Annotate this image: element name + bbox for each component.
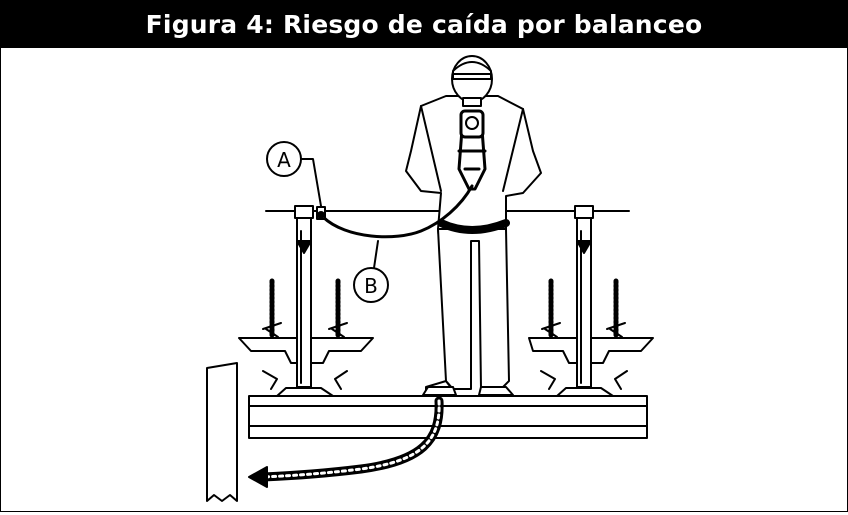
swing-fall-illustration: A B bbox=[1, 48, 847, 511]
anchor-connector bbox=[316, 206, 326, 220]
left-stanchion bbox=[238, 205, 374, 397]
fall-edge-post bbox=[206, 362, 238, 502]
lanyard bbox=[321, 184, 474, 239]
figure-title: Figura 4: Riesgo de caída por balanceo bbox=[1, 1, 847, 48]
worker-figure bbox=[405, 55, 542, 396]
swing-fall-arrow bbox=[248, 396, 444, 488]
work-platform bbox=[248, 395, 648, 439]
callout-a: A bbox=[266, 141, 322, 207]
callout-b-label: B bbox=[364, 274, 378, 298]
callout-a-label: A bbox=[277, 148, 291, 172]
right-stanchion bbox=[528, 205, 654, 397]
callout-b: B bbox=[353, 240, 389, 303]
